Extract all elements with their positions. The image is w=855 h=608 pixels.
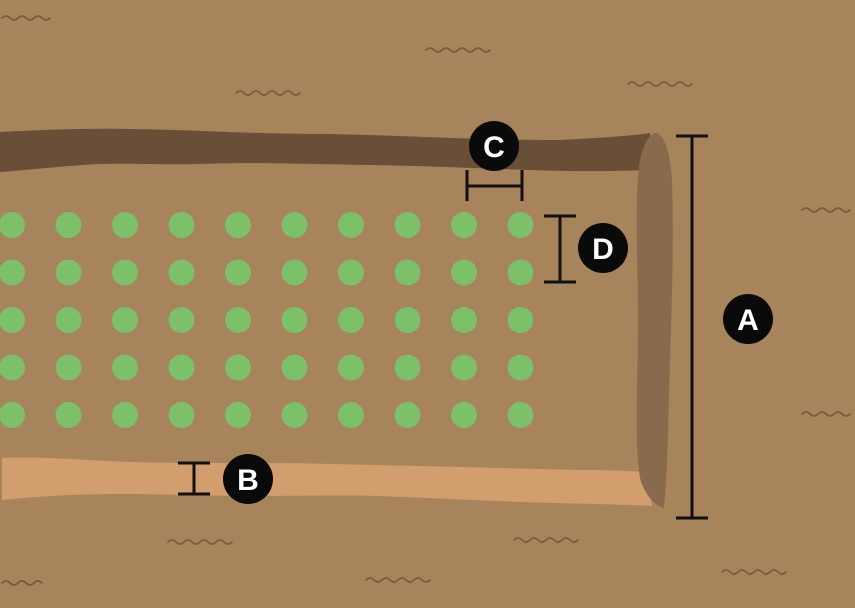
- plant-dot: [507, 354, 534, 381]
- plant-dot: [112, 259, 138, 286]
- plant-dot: [0, 259, 25, 286]
- soil-squiggle: [627, 81, 693, 87]
- plant-dot: [55, 402, 82, 428]
- plant-dot: [394, 212, 421, 238]
- soil-squiggle: [513, 537, 579, 543]
- soil-squiggle: [721, 569, 787, 575]
- plant-dot: [225, 307, 251, 333]
- bottom-border-strip: [2, 457, 652, 506]
- label-badge-b-text: B: [237, 464, 259, 497]
- plant-dot: [225, 212, 251, 238]
- plant-dot: [281, 307, 308, 333]
- plant-dot: [168, 402, 195, 428]
- soil-squiggle: [1, 15, 51, 21]
- plant-dot: [112, 354, 138, 381]
- plant-dot: [338, 259, 364, 286]
- plant-dot: [451, 307, 477, 333]
- plant-dot: [168, 212, 195, 238]
- plant-dot: [168, 307, 195, 333]
- label-badge-b: B: [223, 454, 273, 504]
- plant-dot: [0, 307, 25, 333]
- dimension-b: [178, 461, 210, 496]
- plant-dot: [338, 212, 364, 238]
- plant-dot: [55, 307, 82, 333]
- plant-dot: [281, 259, 308, 286]
- right-border-strip: [636, 133, 673, 508]
- plant-dot: [112, 212, 138, 238]
- plant-dot: [451, 354, 477, 381]
- label-badge-d: D: [578, 223, 628, 273]
- plant-dot: [168, 354, 195, 381]
- plant-dot: [394, 354, 421, 381]
- soil-squiggle: [801, 207, 851, 213]
- plant-dot: [394, 402, 421, 428]
- label-badge-a-circle: [723, 294, 773, 344]
- soil-texture: [1, 15, 851, 586]
- label-badge-c-circle: [469, 121, 519, 171]
- label-badge-d-text: D: [592, 233, 614, 266]
- soil-squiggle: [1, 580, 43, 586]
- label-badge-a-text: A: [737, 304, 759, 337]
- plant-dot: [55, 212, 82, 238]
- plant-dot: [225, 402, 251, 428]
- plant-dot: [281, 212, 308, 238]
- plant-dot: [507, 259, 534, 286]
- plant-dot: [451, 259, 477, 286]
- plant-dot: [507, 307, 534, 333]
- plant-dot: [0, 212, 25, 238]
- soil-squiggle: [167, 539, 233, 545]
- plant-dot: [451, 212, 477, 238]
- plant-dot: [168, 259, 195, 286]
- dimension-c: [465, 170, 524, 201]
- plant-dot: [55, 354, 82, 381]
- plant-dot: [507, 212, 534, 238]
- plant-dot: [225, 259, 251, 286]
- plant-dot: [338, 307, 364, 333]
- label-badge-d-circle: [578, 223, 628, 273]
- soil-squiggle: [425, 47, 491, 53]
- label-badge-b-circle: [223, 454, 273, 504]
- plant-dot: [112, 307, 138, 333]
- plant-dot: [0, 354, 25, 381]
- plant-dot: [281, 354, 308, 381]
- plant-dot: [55, 259, 82, 286]
- plant-grid: [0, 212, 534, 428]
- plant-dot: [451, 402, 477, 428]
- plant-dot: [112, 402, 138, 428]
- plant-dot: [225, 354, 251, 381]
- soil-squiggle: [235, 90, 301, 96]
- dimension-a: [676, 134, 708, 520]
- soil-squiggle: [801, 411, 851, 417]
- label-badge-a: A: [723, 294, 773, 344]
- plant-dot: [281, 402, 308, 428]
- plant-dot: [507, 402, 534, 428]
- plant-dot: [338, 402, 364, 428]
- label-badge-c: C: [469, 121, 519, 171]
- plant-dot: [338, 354, 364, 381]
- label-badge-c-text: C: [483, 131, 505, 164]
- plant-dot: [394, 307, 421, 333]
- plant-dot: [0, 402, 25, 428]
- dimension-d: [544, 214, 576, 284]
- soil-squiggle: [365, 577, 431, 583]
- plant-dot: [394, 259, 421, 286]
